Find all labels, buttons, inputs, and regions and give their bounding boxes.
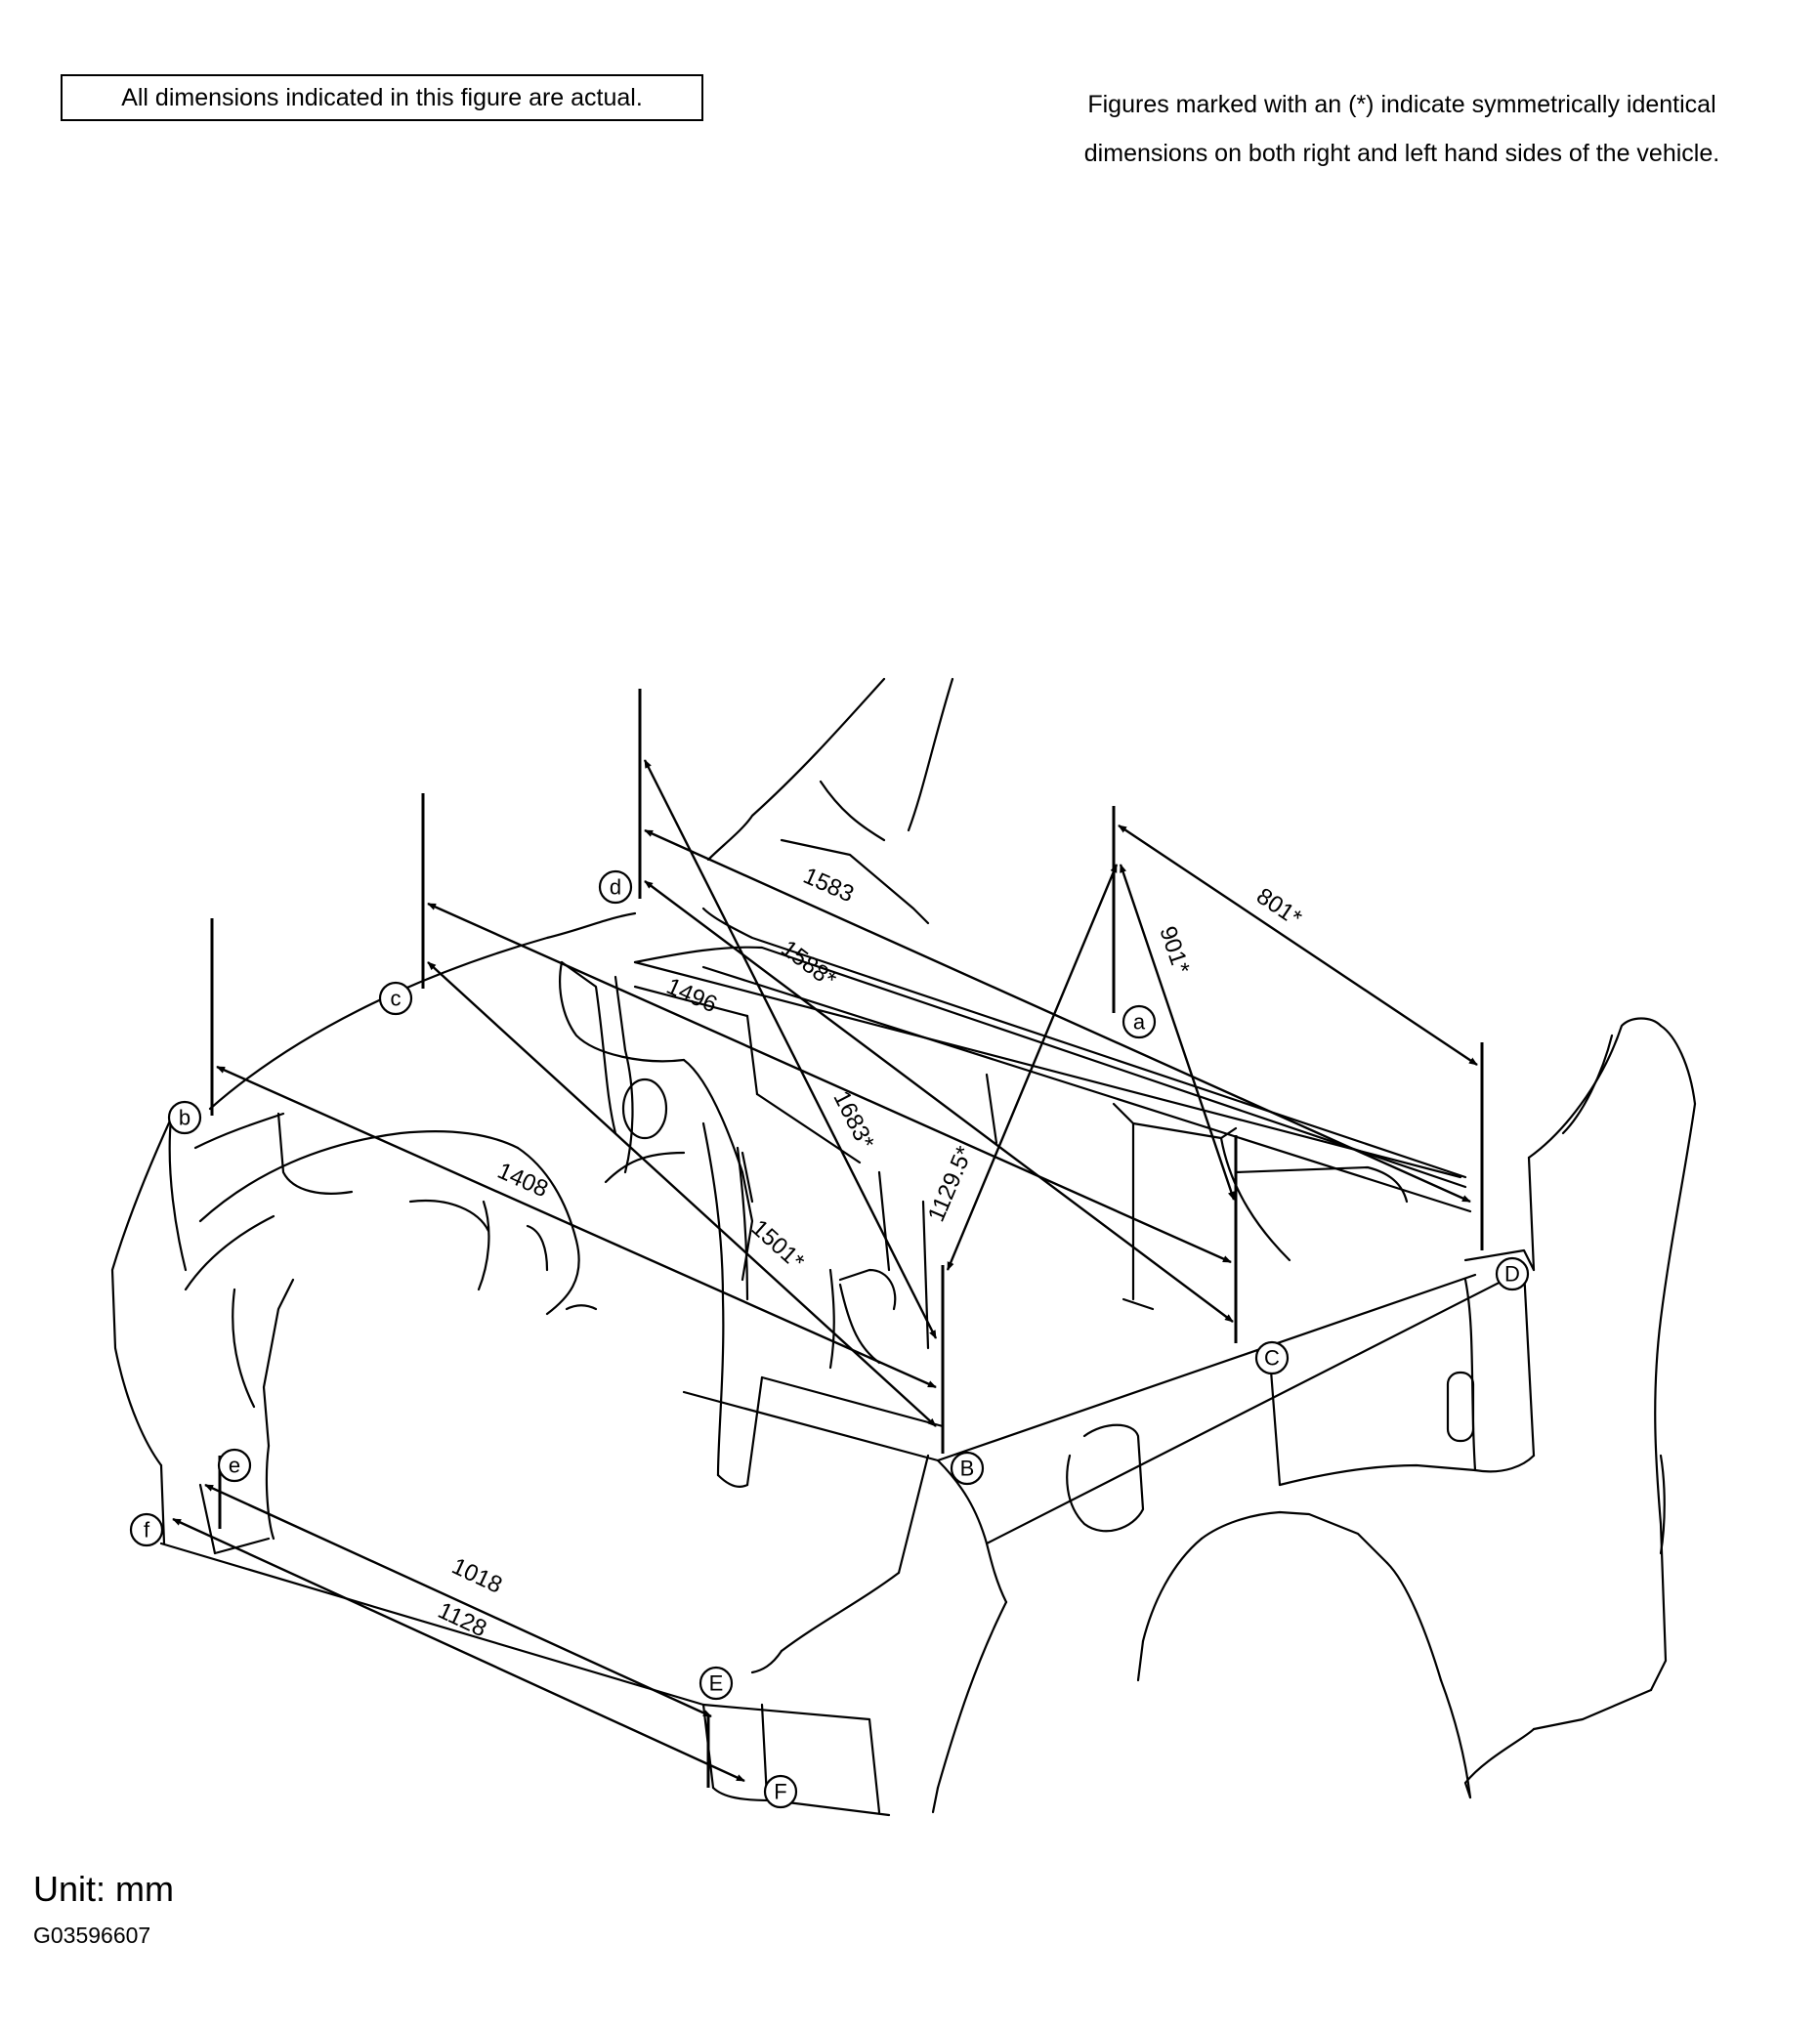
point-label-B: B xyxy=(960,1457,975,1481)
dim-arrow-1501 xyxy=(427,961,937,1427)
point-marker-F: F xyxy=(763,1774,798,1809)
point-label-C: C xyxy=(1264,1346,1280,1371)
vehicle-body-outline xyxy=(110,677,1697,1817)
point-label-D: D xyxy=(1504,1262,1520,1287)
point-label-E: E xyxy=(709,1671,724,1696)
point-marker-e: e xyxy=(217,1448,252,1483)
point-marker-C: C xyxy=(1254,1340,1290,1375)
dim-label-1408: 1408 xyxy=(493,1158,552,1203)
point-marker-E: E xyxy=(698,1666,734,1701)
dim-label-1683: 1683* xyxy=(827,1087,879,1154)
dim-label-801: 801* xyxy=(1251,883,1306,932)
dim-label-901: 901* xyxy=(1154,923,1195,977)
point-label-d: d xyxy=(610,875,621,900)
dim-arrow-1018 xyxy=(204,1483,712,1718)
point-markers: a b c d e f B C xyxy=(129,869,1530,1809)
dim-arrow-1588 xyxy=(644,880,1234,1323)
point-label-b: b xyxy=(179,1106,190,1130)
dim-arrow-801 xyxy=(1118,824,1478,1066)
dim-arrow-1128 xyxy=(172,1517,745,1783)
symmetry-note: Figures marked with an (*) indicate symm… xyxy=(1006,80,1798,178)
symmetry-note-line-2: dimensions on both right and left hand s… xyxy=(1083,140,1720,167)
figure-id: G03596607 xyxy=(33,1923,151,1948)
point-label-f: f xyxy=(144,1518,150,1543)
dim-arrow-1408 xyxy=(216,1065,937,1389)
dim-arrow-1496 xyxy=(427,902,1232,1264)
dimension-labels: 1583 1588* 1496 1683* 1408 1501* 1129.5*… xyxy=(434,863,1306,1642)
point-label-c: c xyxy=(391,987,402,1011)
point-marker-B: B xyxy=(950,1451,985,1486)
point-marker-b: b xyxy=(167,1100,202,1135)
dim-label-1501: 1501* xyxy=(746,1214,810,1275)
point-marker-D: D xyxy=(1495,1256,1530,1291)
dim-label-1588: 1588* xyxy=(776,935,840,993)
dim-label-1018: 1018 xyxy=(447,1553,506,1599)
dimension-arrows xyxy=(172,759,1478,1783)
unit-label: Unit: mm xyxy=(33,1869,174,1909)
dimensions-actual-note: All dimensions indicated in this figure … xyxy=(61,74,703,121)
point-label-F: F xyxy=(774,1780,786,1804)
dimensions-actual-note-text: All dimensions indicated in this figure … xyxy=(121,83,643,111)
symmetry-note-line-1: Figures marked with an (*) indicate symm… xyxy=(1087,91,1716,118)
dim-arrow-1583 xyxy=(644,828,1471,1204)
point-marker-c: c xyxy=(378,981,413,1016)
dim-label-1583: 1583 xyxy=(799,863,858,908)
point-label-e: e xyxy=(229,1454,240,1478)
point-marker-a: a xyxy=(1122,1004,1157,1039)
point-marker-d: d xyxy=(598,869,633,905)
point-marker-f: f xyxy=(129,1512,164,1547)
dim-label-1128: 1128 xyxy=(434,1597,490,1642)
dim-arrow-1129-5 xyxy=(946,864,1119,1271)
point-label-a: a xyxy=(1133,1010,1146,1035)
dim-label-1129-5: 1129.5* xyxy=(923,1143,978,1226)
